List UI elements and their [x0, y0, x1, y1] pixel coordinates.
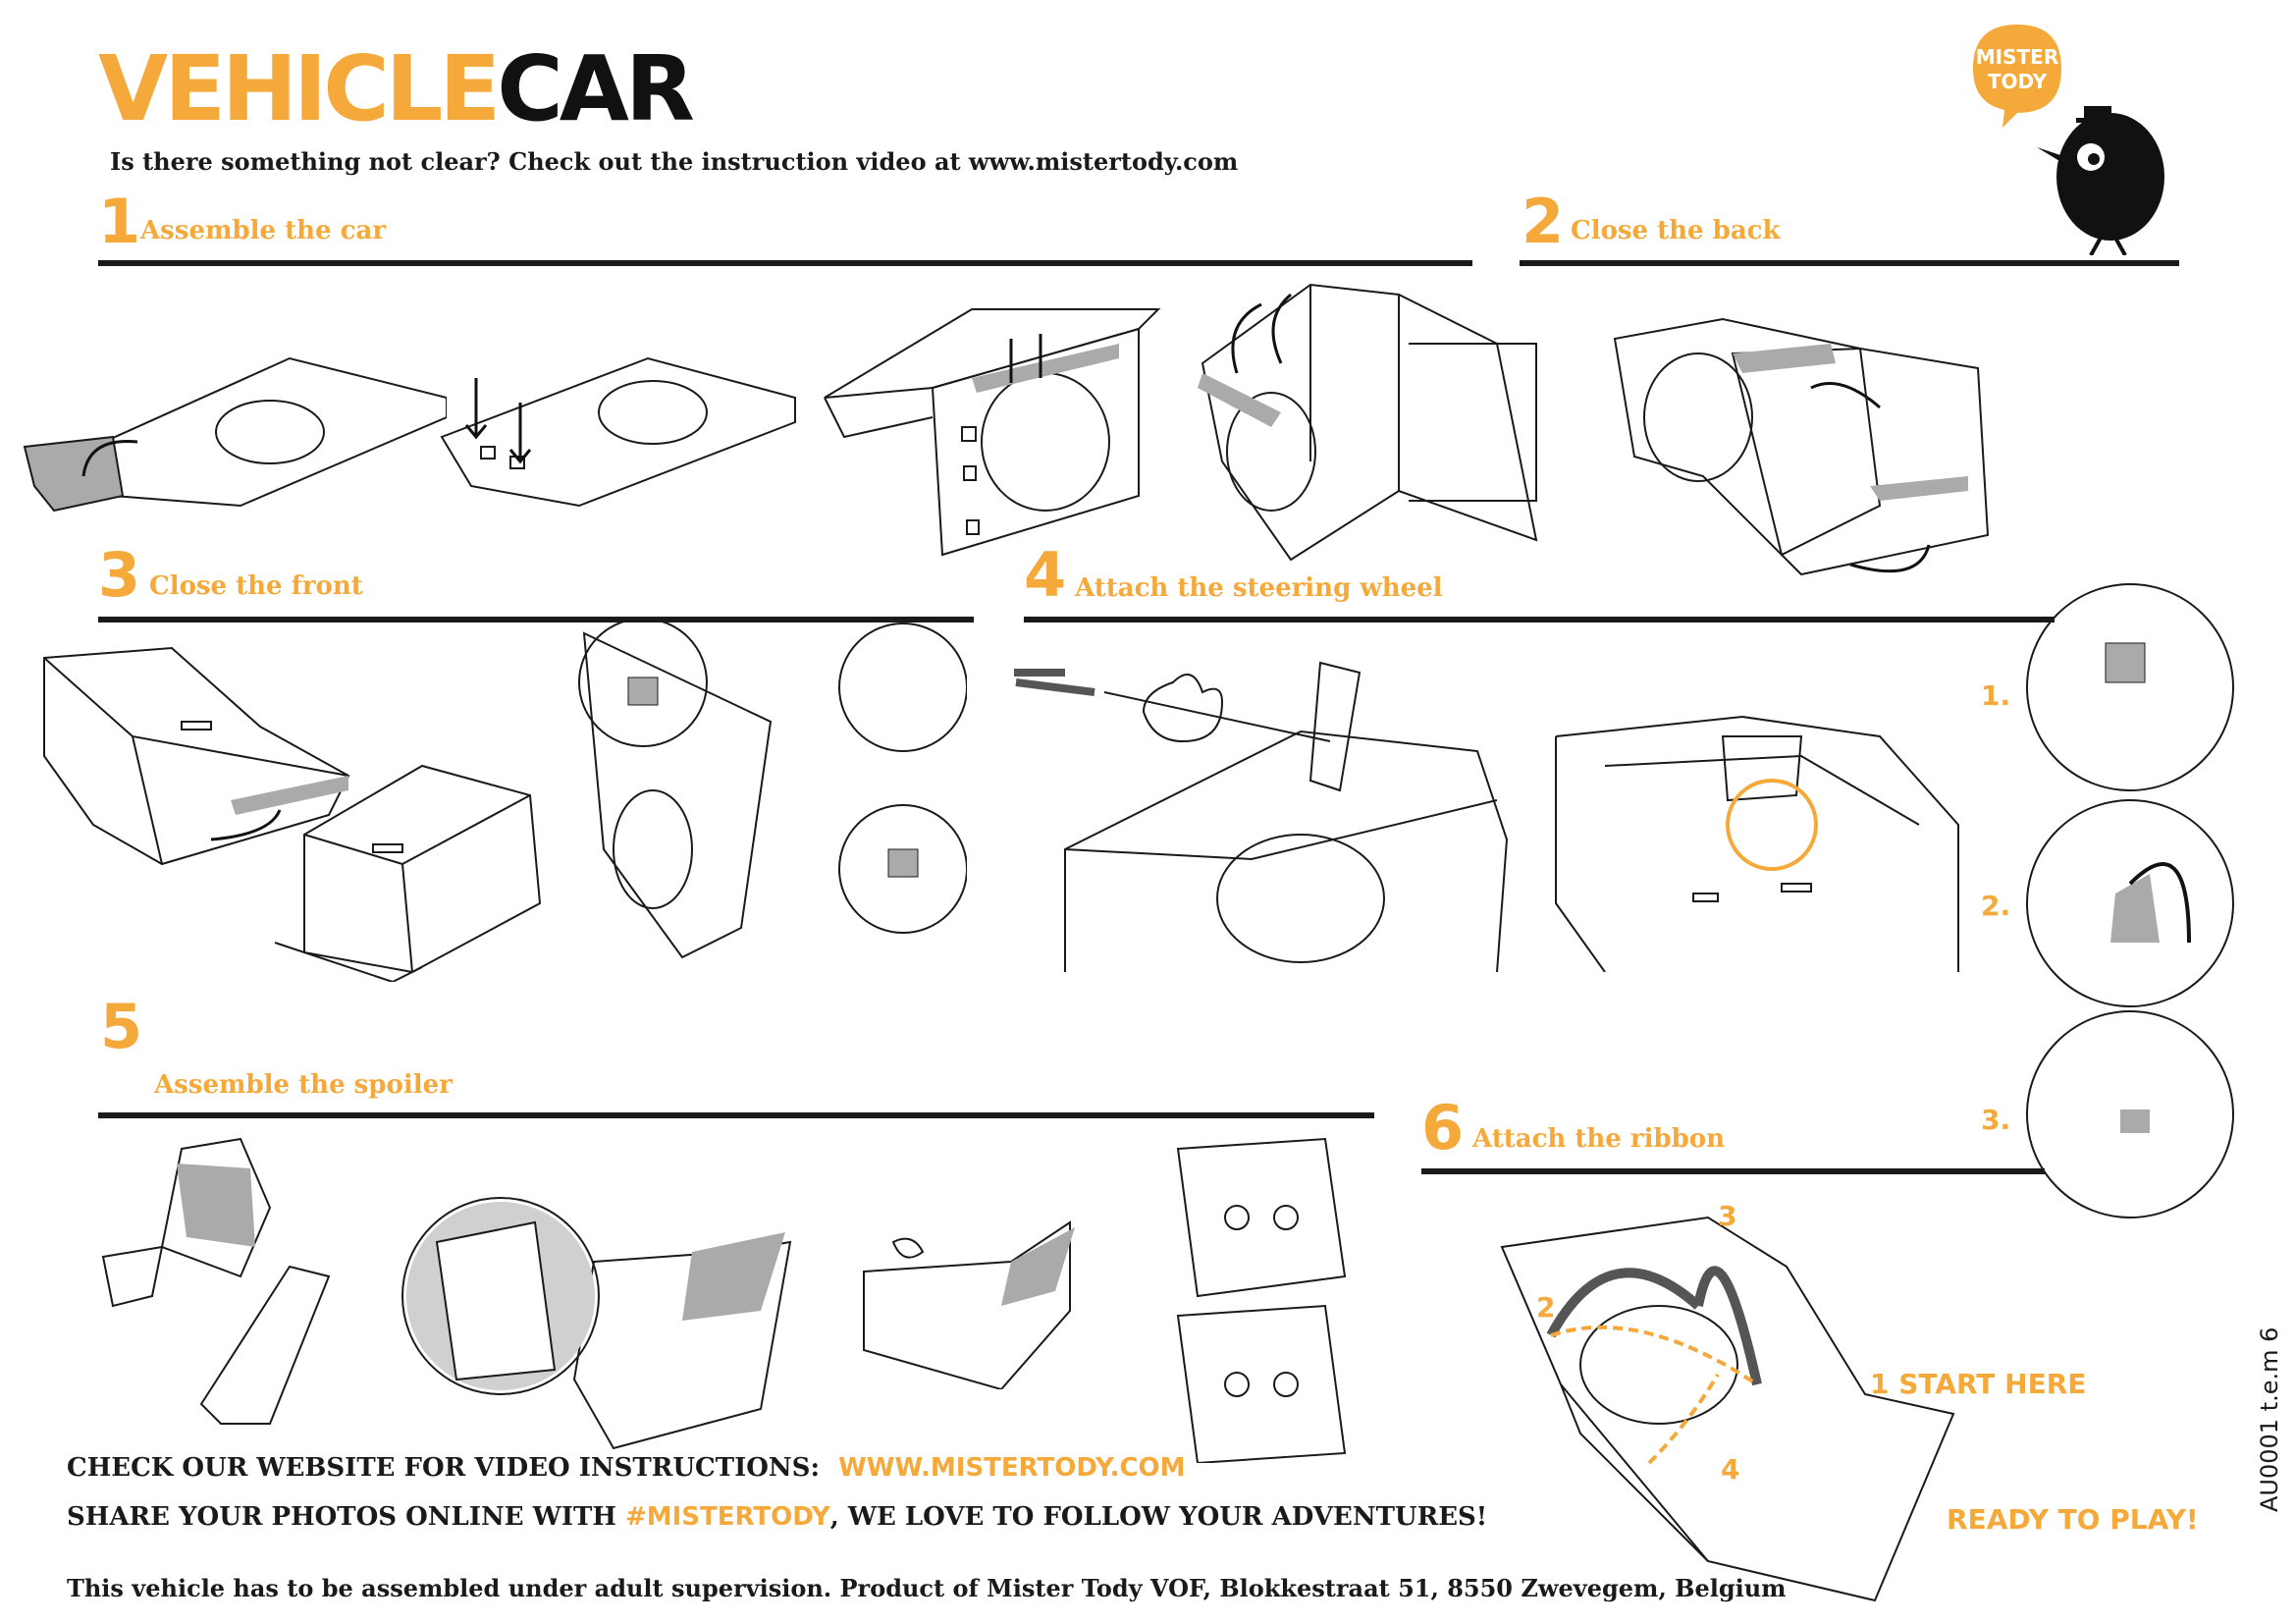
ready-to-play: READY TO PLAY!: [1947, 1503, 2199, 1536]
side-code: AU0001 t.e.m 6: [2256, 1326, 2283, 1512]
footer-adventures-text: , WE LOVE TO FOLLOW YOUR ADVENTURES!: [829, 1502, 1488, 1532]
website-link[interactable]: WWW.MISTERTODY.COM: [838, 1453, 1186, 1483]
logo-text-tody: TODY: [1988, 70, 2048, 93]
substep-2-label: 2.: [1981, 890, 2011, 922]
step-6-rule: [1421, 1168, 2045, 1174]
step-2-number: 2: [1522, 186, 1565, 257]
step5-illustration-c: [844, 1213, 1080, 1389]
step1-illustration-c: [815, 270, 1168, 565]
step-4-number: 4: [1024, 539, 1067, 611]
step-3-label: Close the front: [149, 571, 363, 601]
footer-check-text: CHECK OUR WEBSITE FOR VIDEO INSTRUCTIONS…: [67, 1453, 821, 1483]
step-5-number: 5: [100, 991, 143, 1062]
step4-illustration-a: [1006, 643, 1536, 972]
substep-3-label: 3.: [1981, 1104, 2011, 1136]
step-1-rule: [98, 260, 1472, 266]
step-6-number: 6: [1421, 1092, 1465, 1164]
step-5-label: Assemble the spoiler: [154, 1070, 453, 1100]
step1-illustration-d: [1183, 265, 1556, 569]
ribbon-step-4: 4: [1721, 1453, 1740, 1486]
step6-illustration: [1463, 1188, 1983, 1620]
step1-illustration-b: [422, 339, 815, 515]
mister-tody-logo: MISTER TODY: [1944, 10, 2189, 256]
ribbon-step-3: 3: [1718, 1200, 1737, 1232]
step5-illustration-b: [398, 1183, 810, 1458]
step5-illustration-d: [1158, 1129, 1355, 1463]
step-3-number: 3: [98, 539, 141, 611]
title-word-car: CAR: [497, 36, 695, 141]
step-6-label: Attach the ribbon: [1472, 1124, 1726, 1154]
substep-1-label: 1.: [1981, 679, 2011, 712]
step3-illustration-a: [34, 638, 358, 874]
hashtag: #MISTERTODY: [624, 1502, 830, 1532]
page-title: VEHICLECAR: [98, 44, 695, 135]
step-5-rule: [98, 1112, 1374, 1118]
footer-line-2: SHARE YOUR PHOTOS ONLINE WITH #MISTERTOD…: [67, 1502, 1487, 1532]
step-1-label: Assemble the car: [140, 216, 387, 245]
step-4-rule: [1024, 617, 2055, 623]
step-3-rule: [98, 617, 974, 623]
step3-illustration-b: [265, 756, 550, 982]
step3-illustration-c: [564, 604, 967, 997]
step4-illustration-b: [1546, 707, 1978, 972]
step5-illustration-a: [93, 1129, 348, 1434]
footer-line-1: CHECK OUR WEBSITE FOR VIDEO INSTRUCTIONS…: [67, 1453, 1186, 1483]
ribbon-step-2: 2: [1536, 1291, 1556, 1324]
ribbon-start-here: 1 START HERE: [1870, 1368, 2087, 1400]
step-2-rule: [1520, 260, 2179, 266]
step2-illustration: [1595, 309, 2007, 594]
step-2-label: Close the back: [1571, 216, 1781, 245]
step4-detail-circles: [2012, 579, 2238, 1237]
logo-text-mister: MISTER: [1976, 45, 2058, 69]
footer-disclaimer: This vehicle has to be assembled under a…: [67, 1574, 1787, 1602]
subtitle: Is there something not clear? Check out …: [110, 147, 1239, 176]
step-1-number: 1: [98, 186, 141, 257]
footer-share-text: SHARE YOUR PHOTOS ONLINE WITH: [67, 1502, 616, 1532]
step-4-label: Attach the steering wheel: [1075, 573, 1443, 603]
title-word-vehicle: VEHICLE: [98, 36, 501, 141]
step1-illustration-a: [15, 339, 447, 545]
